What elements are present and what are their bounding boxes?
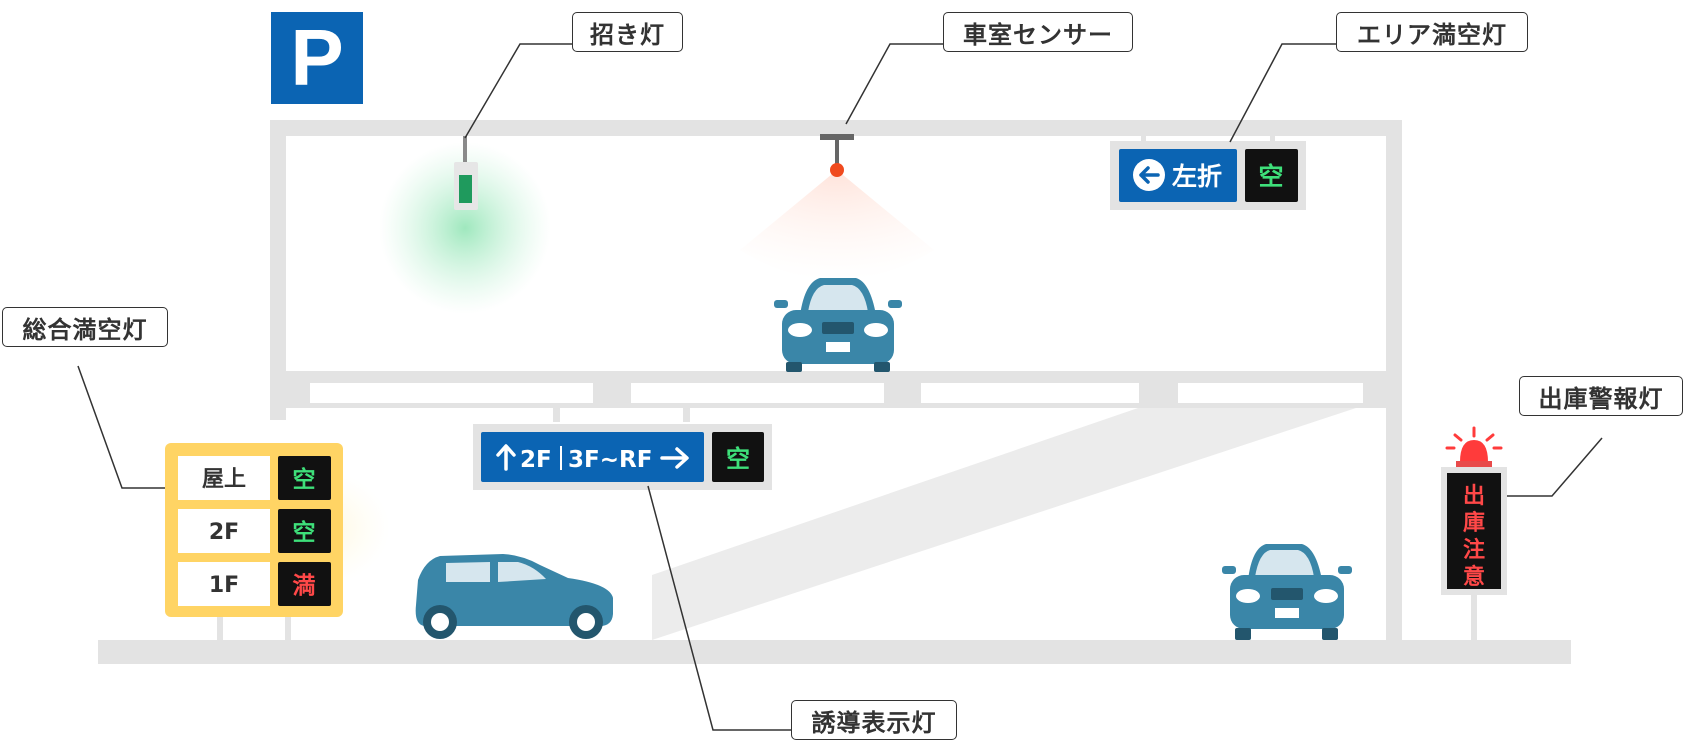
svg-text:満: 満 — [293, 573, 316, 599]
rotating-beacon-icon — [1445, 426, 1503, 450]
beckon-light-icon — [454, 136, 478, 210]
total-board-row: 2F 空 — [178, 509, 331, 553]
svg-text:空: 空 — [293, 466, 316, 493]
svg-text:1F: 1F — [209, 573, 239, 598]
bay-sensor-icon — [820, 134, 854, 177]
roof-slab — [270, 120, 1402, 136]
area-direction-text: 左折 — [1172, 162, 1222, 191]
total-board-row: 屋上 空 — [178, 456, 331, 500]
alarm-char: 注 — [1463, 537, 1485, 563]
guide-sign: 2F 3F~RF 空 — [473, 424, 772, 490]
callout-exit-alarm: 出庫警報灯 — [1519, 376, 1683, 416]
beam-openings — [310, 383, 1363, 403]
area-light-sign: 左折 空 — [1110, 136, 1306, 210]
area-status-text: 空 — [1258, 162, 1283, 191]
ramp — [652, 408, 1356, 640]
total-board: 屋上 空 2F 空 1F 満 — [165, 443, 343, 640]
car-front-lower-icon — [1222, 544, 1352, 640]
callout-beckon-light: 招き灯 — [572, 12, 683, 52]
sign-hanger-right — [683, 408, 690, 422]
svg-text:屋上: 屋上 — [202, 467, 246, 492]
total-board-row: 1F 満 — [178, 562, 331, 606]
car-side-icon — [415, 554, 613, 639]
car-front-upper-icon — [774, 278, 902, 372]
exit-alarm-light: 出 庫 注 意 — [1441, 426, 1507, 640]
up-arrow-icon — [496, 444, 516, 471]
alarm-char: 庫 — [1463, 510, 1485, 536]
guide-left-text: 2F — [520, 447, 552, 473]
sign-hanger-left — [553, 408, 560, 422]
left-wall — [270, 120, 286, 420]
callout-total-light: 総合満空灯 — [2, 307, 168, 347]
right-arrow-icon — [660, 447, 689, 469]
callout-guide-light: 誘導表示灯 — [791, 700, 957, 740]
alarm-char: 出 — [1463, 484, 1485, 509]
parking-structure — [98, 120, 1571, 664]
alarm-char: 意 — [1463, 564, 1485, 590]
callout-bay-sensor: 車室センサー — [943, 12, 1133, 52]
green-glow — [379, 142, 551, 314]
sensor-beam — [740, 170, 934, 280]
ground-slab — [98, 640, 1571, 664]
svg-text:空: 空 — [293, 519, 316, 546]
svg-text:2F: 2F — [209, 520, 239, 545]
guide-right-text: 3F~RF — [568, 447, 652, 473]
guide-status-text: 空 — [726, 445, 750, 473]
leader-lines — [77, 43, 1603, 731]
callout-area-light: エリア満空灯 — [1336, 12, 1528, 52]
parking-sign-icon: P — [271, 12, 363, 104]
upper-floor-slab — [270, 371, 1402, 383]
